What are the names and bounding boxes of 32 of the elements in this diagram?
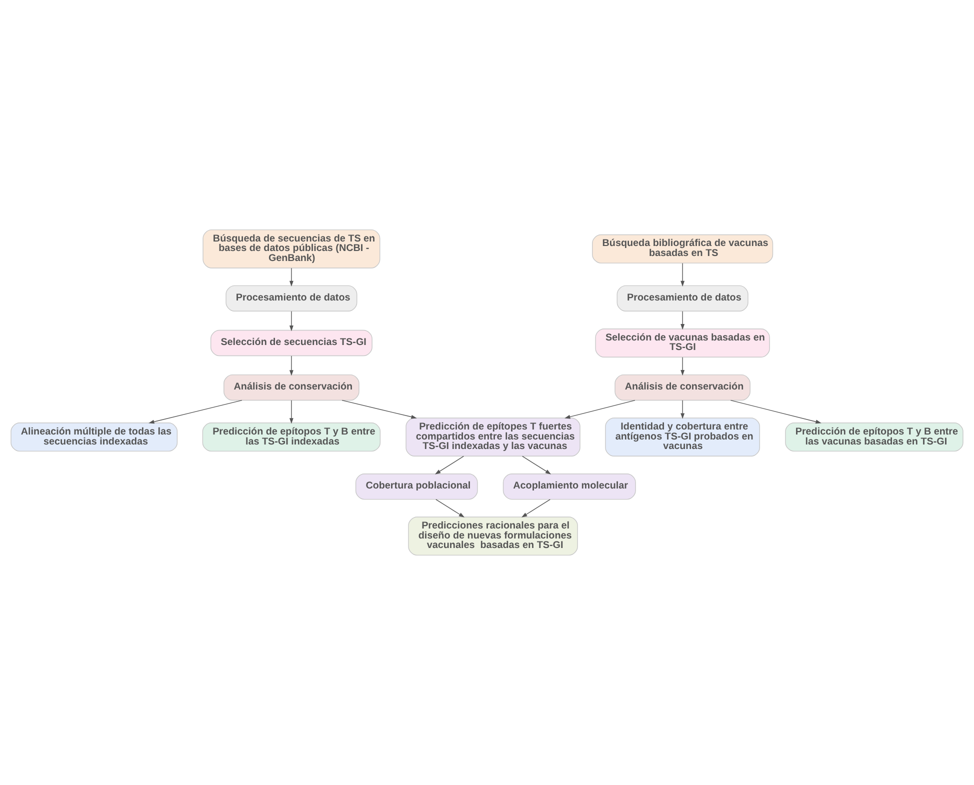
arrow: [342, 400, 417, 419]
node-box: Predicción de epítopos T y B entre las TS-GI indexadas: [202, 422, 381, 452]
arrow: [289, 400, 294, 424]
node-box: Búsqueda de secuencias de TS en bases de datos públicas (NCBI - GenBank): [202, 229, 380, 268]
arrow: [522, 456, 552, 474]
node-box: Predicción de epítopes T fuertes compartidos entre las secuencias TS-GI indexadas y las vacunas: [406, 418, 580, 456]
node-box: Cobertura poblacional: [355, 473, 478, 500]
arrow: [148, 400, 242, 424]
arrow: [289, 268, 294, 287]
node-box: Procesamiento de datos: [226, 285, 358, 312]
arrow: [289, 356, 294, 376]
arrow: [522, 499, 550, 518]
node-box: Procesamiento de datos: [616, 285, 748, 312]
node-box: Análisis de conservación: [614, 374, 750, 401]
node-box: Selección de vacunas basadas en TS-GI: [595, 328, 770, 358]
node-box: Análisis de conservación: [224, 374, 360, 401]
arrow: [680, 400, 685, 419]
node-box: Acoplamiento molecular: [502, 473, 636, 500]
node-box: Identidad y cobertura entre antígenos TS-GI probados en vacunas: [605, 418, 760, 456]
arrow: [680, 357, 685, 376]
node-box: Predicciones racionales para el diseño de nuevas formulaciones vacunales basadas en TS-GI: [408, 516, 578, 556]
arrow: [680, 262, 685, 287]
node-box: Selección de secuencias TS-GI: [210, 330, 372, 356]
node-box: Búsqueda bibliográfica de vacunas basadas en TS: [592, 234, 774, 264]
arrow: [564, 400, 636, 419]
arrow: [289, 311, 294, 332]
arrow: [730, 400, 822, 424]
arrow: [434, 456, 464, 474]
arrow: [436, 499, 465, 518]
node-box: Predicción de epítopos T y B entre las vacunas basadas en TS-GI: [785, 422, 964, 452]
arrow: [680, 311, 685, 330]
node-box: Alineación múltiple de todas las secuencias indexadas: [10, 422, 178, 452]
